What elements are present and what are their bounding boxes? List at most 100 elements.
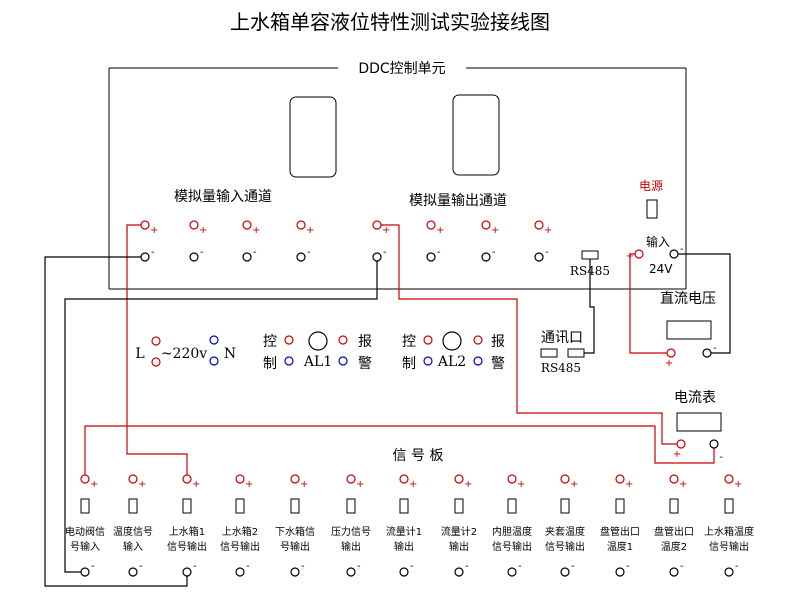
ai-ch2-plus-terminal[interactable]: [189, 220, 199, 230]
comm-rs485-label: RS485: [541, 361, 581, 375]
signal-ch9-switch[interactable]: [507, 498, 517, 514]
signal-ch6-switch[interactable]: [346, 498, 356, 514]
signal-ch3-plus-terminal[interactable]: [182, 474, 192, 484]
signal-ch4-switch[interactable]: [235, 498, 245, 514]
signal-ch8-label-line1: 流量计2: [441, 525, 477, 538]
signal-ch4-minus-sign: -: [246, 561, 250, 572]
signal-ch12-plus-terminal[interactable]: [669, 474, 679, 484]
signal-ch1-switch[interactable]: [80, 498, 90, 514]
ai-ch1-plus-terminal[interactable]: [140, 220, 150, 230]
signal-ch11-plus-terminal[interactable]: [615, 474, 625, 484]
signal-ch9-plus-sign: +: [517, 479, 525, 490]
ao-ch4-plus-terminal[interactable]: [534, 220, 544, 230]
ammeter-plus-terminal[interactable]: [676, 439, 686, 449]
signal-ch3-minus-terminal[interactable]: [182, 567, 192, 577]
ai-ch3-plus-terminal[interactable]: [242, 220, 252, 230]
signal-ch12-minus-terminal[interactable]: [669, 567, 679, 577]
alarm2-alarm-red-terminal[interactable]: [473, 335, 483, 345]
alarm2-ctrl-red-terminal[interactable]: [423, 335, 433, 345]
ao-ch2-minus-terminal[interactable]: [426, 252, 436, 262]
signal-ch5-plus-terminal[interactable]: [290, 474, 300, 484]
signal-ch10-minus-terminal[interactable]: [560, 567, 570, 577]
signal-ch13-plus-terminal[interactable]: [724, 474, 734, 484]
alarm1-alarm-blue-terminal[interactable]: [338, 356, 348, 366]
signal-ch13-label-line2: 信号输出: [709, 540, 749, 553]
signal-ch9-minus-terminal[interactable]: [507, 567, 517, 577]
ao-ch2-plus-terminal[interactable]: [426, 220, 436, 230]
signal-ch7-minus-terminal[interactable]: [399, 567, 409, 577]
signal-ch2-switch[interactable]: [128, 498, 138, 514]
signal-ch1-plus-terminal[interactable]: [80, 474, 90, 484]
signal-ch11-switch[interactable]: [615, 498, 625, 514]
ammeter-display: [676, 412, 722, 432]
signal-ch2-plus-terminal[interactable]: [128, 474, 138, 484]
signal-ch6-plus-terminal[interactable]: [346, 474, 356, 484]
ai-ch4-minus-terminal[interactable]: [296, 252, 306, 262]
ac-n-terminal-bottom[interactable]: [209, 356, 219, 366]
signal-ch13-minus-terminal[interactable]: [724, 567, 734, 577]
alarm1-ctrl-red-terminal[interactable]: [284, 335, 294, 345]
ao-ch1-plus-terminal-plus-sign: +: [382, 225, 390, 236]
signal-ch3-switch[interactable]: [182, 498, 192, 514]
ammeter-minus-terminal[interactable]: [709, 439, 719, 449]
signal-ch11-minus-terminal[interactable]: [615, 567, 625, 577]
ao-ch3-minus-terminal[interactable]: [481, 252, 491, 262]
signal-ch10-minus-sign: -: [571, 561, 575, 572]
signal-ch5-label-line1: 下水箱信: [275, 525, 315, 538]
signal-ch10-switch[interactable]: [560, 498, 570, 514]
alarm1-alarm-top: 报: [358, 334, 372, 350]
power-switch[interactable]: [646, 199, 658, 219]
ai-ch1-minus-terminal[interactable]: [140, 252, 150, 262]
signal-ch7-label-line2: 输出: [394, 540, 414, 553]
ai-ch4-plus-terminal[interactable]: [296, 220, 306, 230]
ac-l-terminal-bottom[interactable]: [151, 357, 161, 367]
ao-ch3-plus-terminal[interactable]: [481, 220, 491, 230]
power-24v-label: 24V: [649, 262, 673, 276]
signal-ch8-minus-terminal[interactable]: [454, 567, 464, 577]
signal-ch4-minus-terminal[interactable]: [235, 567, 245, 577]
signal-ch5-minus-terminal[interactable]: [290, 567, 300, 577]
signal-ch8-switch[interactable]: [454, 498, 464, 514]
wire-ai1-plus-to-tank1-plus: [126, 224, 188, 479]
power-24v-plus-terminal[interactable]: [634, 249, 644, 259]
ao-ch2-plus-terminal-plus-sign: +: [436, 225, 444, 236]
signal-ch12-switch[interactable]: [669, 498, 679, 514]
signal-ch7-switch[interactable]: [399, 498, 409, 514]
alarm2-alarm-blue-terminal[interactable]: [473, 356, 483, 366]
ac-l-terminal-top[interactable]: [151, 336, 161, 346]
signal-ch11-minus-sign: -: [626, 561, 630, 572]
signal-ch13-switch[interactable]: [724, 498, 734, 514]
ai-ch3-minus-terminal[interactable]: [242, 252, 252, 262]
dc-supply-plus-terminal[interactable]: [666, 348, 676, 358]
ac-n-terminal-top[interactable]: [209, 335, 219, 345]
ai-ch2-minus-terminal[interactable]: [189, 252, 199, 262]
alarm1-alarm-red-terminal[interactable]: [338, 335, 348, 345]
rs485-port-top[interactable]: [581, 250, 599, 260]
signal-ch9-plus-terminal[interactable]: [507, 474, 517, 484]
comm-port-left[interactable]: [540, 348, 558, 358]
display-window-right: [452, 94, 500, 176]
signal-ch1-minus-terminal[interactable]: [80, 567, 90, 577]
signal-ch10-plus-terminal[interactable]: [560, 474, 570, 484]
alarm1-ctrl-blue-terminal[interactable]: [284, 356, 294, 366]
alarm1-ctrl-bottom: 制: [263, 356, 277, 372]
signal-ch5-switch[interactable]: [290, 498, 300, 514]
comm-port-right[interactable]: [567, 348, 585, 358]
ao-ch4-minus-terminal[interactable]: [534, 252, 544, 262]
signal-ch2-minus-terminal[interactable]: [128, 567, 138, 577]
diagram-title: 上水箱单容液位特性测试实验接线图: [230, 10, 550, 34]
signal-ch6-minus-terminal[interactable]: [346, 567, 356, 577]
power-24v-minus-terminal-minus-sign: -: [680, 244, 684, 255]
signal-ch6-label-line1: 压力信号: [331, 525, 371, 538]
ao-ch1-minus-terminal[interactable]: [372, 252, 382, 262]
alarm1-lamp: [308, 331, 328, 351]
signal-ch4-plus-terminal[interactable]: [235, 474, 245, 484]
alarm2-ctrl-blue-terminal[interactable]: [423, 356, 433, 366]
power-24v-minus-terminal[interactable]: [669, 249, 679, 259]
signal-ch7-plus-terminal[interactable]: [399, 474, 409, 484]
dc-supply-minus-terminal[interactable]: [702, 348, 712, 358]
ao-ch1-plus-terminal[interactable]: [372, 220, 382, 230]
signal-ch8-plus-terminal[interactable]: [454, 474, 464, 484]
